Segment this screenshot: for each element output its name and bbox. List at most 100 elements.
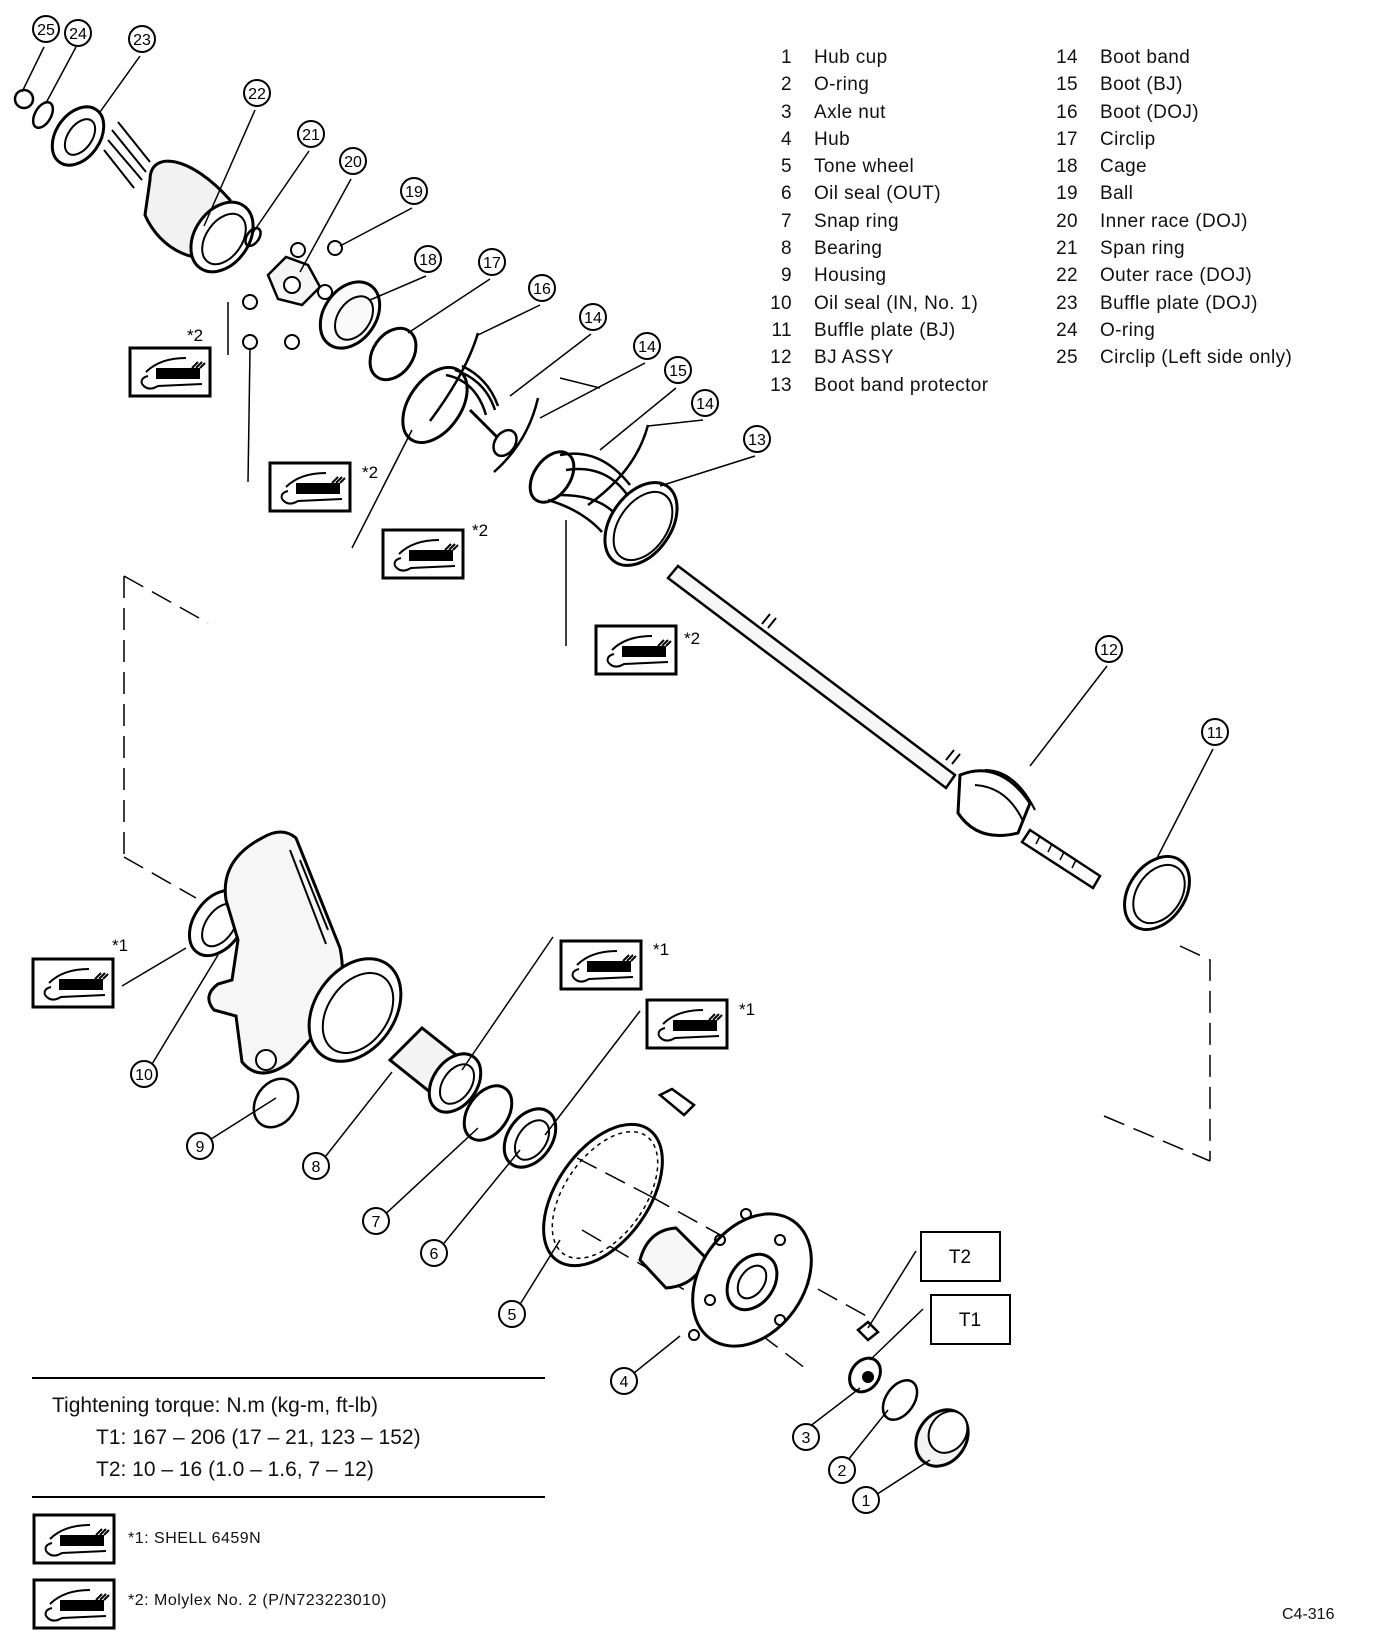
callout-10: 10 (130, 1060, 158, 1088)
torque-rules (32, 1377, 545, 1498)
callout-number: 19 (405, 184, 423, 201)
grease-symbol-oil-seal-out (645, 998, 729, 1050)
callout-1: 1 (852, 1486, 880, 1514)
legend-number: 10 (770, 292, 792, 314)
legend-part-name: Circlip (1100, 128, 1156, 150)
callout-8: 8 (302, 1152, 330, 1180)
snap-ring-7 (462, 1084, 514, 1142)
grease-mark-labels: *2 *2 *2 *2 *1 *1 *1 (112, 326, 755, 1019)
callout-number: 14 (696, 396, 714, 413)
legend-part-name: Oil seal (IN, No. 1) (814, 292, 979, 314)
grease-symbol-doj-inner (268, 461, 352, 513)
callout-23: 23 (128, 25, 156, 53)
legend-part-name: Outer race (DOJ) (1100, 265, 1253, 287)
tone-wheel-5 (542, 1122, 664, 1268)
legend-number: 21 (1056, 238, 1078, 260)
hub-bolt (856, 1320, 880, 1342)
legend-part-name: Axle nut (814, 101, 886, 123)
legend-part-name: Boot band (1100, 47, 1191, 68)
callout-3: 3 (792, 1423, 820, 1451)
callout-number: 13 (748, 432, 766, 449)
torque-t1: T1: 167 – 206 (17 – 21, 123 – 152) (96, 1426, 421, 1449)
callout-25: 25 (32, 15, 60, 43)
legend-number: 18 (1056, 156, 1078, 178)
torque-t2: T2: 10 – 16 (1.0 – 1.6, 7 – 12) (96, 1458, 374, 1481)
callout-7: 7 (362, 1207, 390, 1235)
outer-race-doj-22 (103, 121, 255, 274)
boot-doj-16 (401, 364, 518, 458)
callout-number: 20 (344, 154, 362, 171)
grease-mark: *1 (739, 1000, 755, 1019)
callout-4: 4 (610, 1367, 638, 1395)
callout-number: 14 (638, 339, 656, 356)
callout-5: 5 (498, 1300, 526, 1328)
legend-part-name: Inner race (DOJ) (1100, 210, 1248, 232)
callout-24: 24 (64, 19, 92, 47)
legend-part-name: BJ ASSY (814, 347, 894, 369)
o-ring-24 (31, 100, 55, 130)
span-ring-21 (244, 226, 262, 248)
callout-number: 1 (862, 1493, 871, 1510)
legend-number: 19 (1056, 183, 1078, 205)
legend-row: 10 Oil seal (IN, No. 1) (760, 290, 1050, 317)
torque-heading: Tightening torque: N.m (kg-m, ft-lb) (52, 1394, 378, 1417)
callout-21: 21 (297, 120, 325, 148)
torque-box-label: T2 (949, 1247, 971, 1268)
legend-part-name: Hub cup (814, 47, 888, 68)
boot-bj-15 (528, 450, 631, 533)
grease-note-1: *1: SHELL 6459N (128, 1530, 262, 1547)
axle-nut-3 (848, 1356, 882, 1394)
legend-part-name: Oil seal (OUT) (814, 183, 941, 205)
legend-number: 17 (1056, 128, 1078, 150)
legend-number: 6 (781, 183, 792, 205)
circlip-17 (368, 326, 418, 382)
hub-4 (638, 1087, 813, 1348)
grease-symbol-note-2 (32, 1578, 116, 1630)
callout-number: 18 (419, 252, 437, 269)
legend-part-name: Snap ring (814, 210, 899, 232)
callout-16: 16 (528, 274, 556, 302)
legend-number: 8 (781, 238, 792, 260)
legend-part-name: O-ring (1100, 319, 1156, 341)
grease-mark: *2 (472, 521, 488, 540)
assembly-axis-lines (123, 575, 1211, 1369)
callout-number: 15 (669, 363, 687, 380)
legend-number: 5 (781, 156, 792, 178)
legend-number: 25 (1056, 347, 1078, 369)
legend-part-name: Span ring (1100, 238, 1185, 260)
grease-symbol-bearing (559, 939, 643, 991)
callout-11: 11 (1201, 718, 1229, 746)
housing-9 (207, 830, 403, 1129)
callout-number: 3 (802, 1430, 811, 1447)
hub-cup-1 (914, 1408, 970, 1468)
callout-number: 16 (533, 281, 551, 298)
bearing-8 (387, 1025, 483, 1114)
grease-symbol-oil-seal-in (31, 957, 115, 1009)
torque-box-t1: T1 (930, 1294, 1011, 1345)
callout-number: 17 (483, 255, 501, 272)
legend-part-name: Boot band protector (814, 374, 989, 396)
callout-17: 17 (478, 248, 506, 276)
legend-number: 15 (1056, 74, 1078, 96)
legend-row: 12 BJ ASSY (760, 344, 1050, 371)
legend-number: 12 (770, 347, 792, 369)
legend-row: 8 Bearing (760, 235, 1050, 262)
callout-number: 7 (372, 1214, 381, 1231)
callout-number: 10 (135, 1067, 153, 1084)
callout-15: 15 (664, 356, 692, 384)
legend-part-name: Circlip (Left side only) (1100, 347, 1293, 369)
buffle-plate-doj-23 (50, 105, 106, 167)
grease-mark: *1 (112, 936, 128, 955)
torque-box-label: T1 (959, 1310, 981, 1331)
bj-assy-12 (666, 564, 1102, 890)
grease-mark: *1 (653, 940, 669, 959)
legend-part-name: Bearing (814, 238, 883, 260)
